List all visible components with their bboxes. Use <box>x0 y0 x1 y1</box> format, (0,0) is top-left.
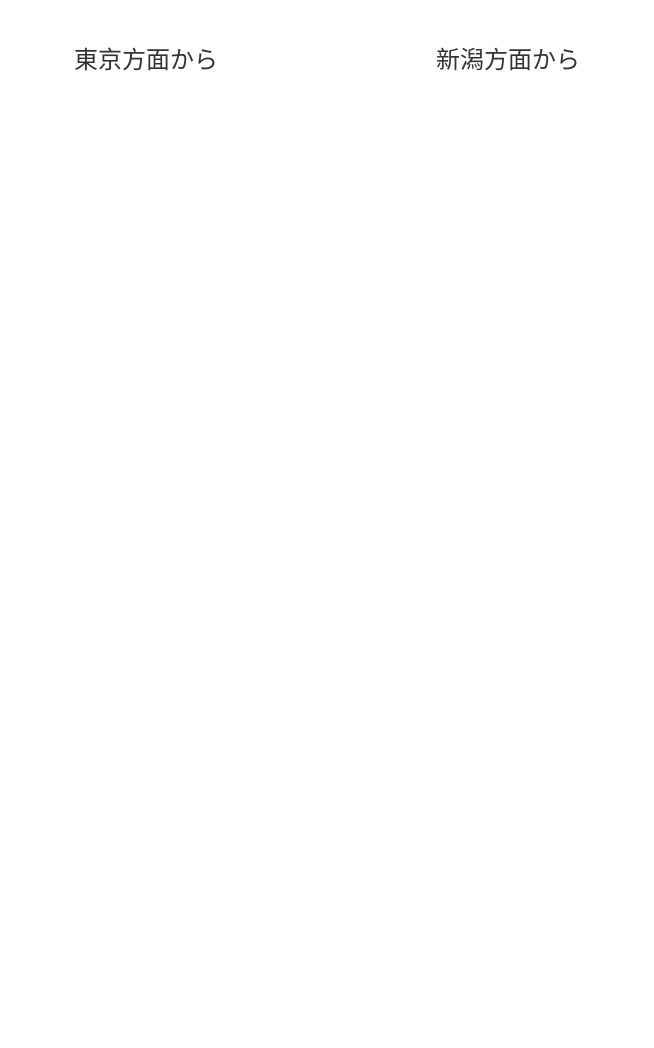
direction-tabs: 東京方面から 新潟方面から <box>0 40 654 80</box>
tab-from-tokyo[interactable]: 東京方面から <box>74 46 218 74</box>
tab-from-niigata[interactable]: 新潟方面から <box>436 46 580 74</box>
